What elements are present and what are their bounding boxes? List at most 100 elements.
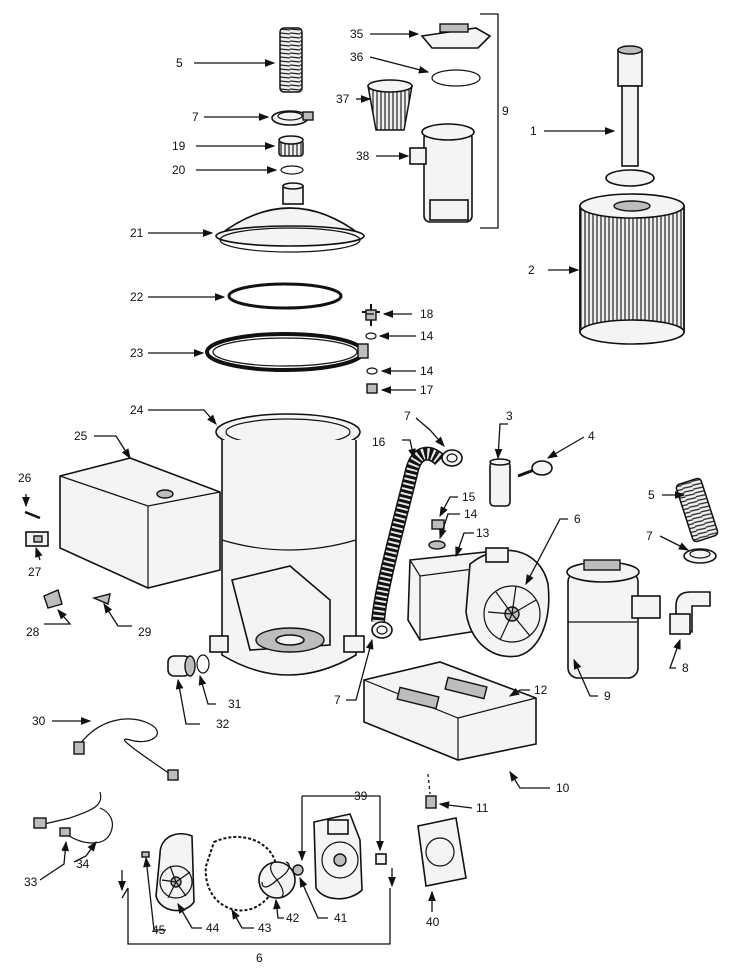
part-pot-9-mid [566,559,661,679]
callout-6-mid: 6 [574,512,581,526]
callout-25: 25 [74,429,88,443]
part-plug-32 [167,655,196,677]
callout-1: 1 [530,124,537,138]
part-tank-24 [209,413,365,676]
callout-19: 19 [172,139,186,153]
callout-39: 39 [354,789,368,803]
part-impeller-42 [258,861,296,899]
callout-13: 13 [476,526,490,540]
callout-40: 40 [426,915,440,929]
part-clamp-ring-23 [205,332,369,372]
callout-34: 34 [76,857,90,871]
part-hose-5-right [675,477,719,543]
part-switch-27 [25,531,49,547]
part-clamp-7-mid [441,449,463,467]
part-clip-28 [43,589,63,609]
callout-4: 4 [588,429,595,443]
part-nut-15 [431,519,445,530]
part-washer-14-b [366,367,378,375]
callout-11: 11 [476,801,489,815]
callout-45: 45 [152,923,166,937]
callout-27: 27 [28,565,42,579]
part-pipe-3 [489,458,511,507]
callout-17: 17 [420,383,434,397]
part-housing-38 [409,123,475,223]
callout-29: 29 [138,625,152,639]
part-gasket-43 [204,835,278,912]
part-brackets-12 [396,676,488,710]
part-cover-35 [420,23,492,49]
part-fitting-19 [278,135,304,157]
group-bracket-39 [298,795,384,862]
callout-14-c: 14 [464,507,478,521]
callout-22: 22 [130,290,144,304]
part-clamp-7-lower [371,621,393,639]
callout-7-right: 7 [646,529,653,543]
part-screw-39b [375,853,387,865]
part-washer-14-a [365,332,377,340]
part-hose-16 [371,446,445,623]
callout-3: 3 [506,409,513,423]
part-screw-45 [141,851,150,858]
part-valve-18 [362,304,380,326]
callout-numbers: 5 7 19 20 21 22 23 24 25 26 27 28 29 30 … [18,27,689,965]
callout-5-right: 5 [648,488,655,502]
part-key-4 [517,460,553,478]
callout-6-bottom: 6 [256,951,263,965]
callout-23: 23 [130,346,144,360]
part-oring-31 [196,654,210,674]
callout-2: 2 [528,263,535,277]
part-seal-41 [292,864,304,876]
group-bracket-6-bottom [121,887,391,945]
callout-32: 32 [216,717,230,731]
part-cover-25 [59,457,221,589]
callout-8: 8 [682,661,689,675]
callout-15: 15 [462,490,476,504]
callout-26: 26 [18,471,32,485]
part-lid-21 [215,182,365,253]
part-elbow-8 [669,591,711,635]
callout-21: 21 [130,226,144,240]
callout-44: 44 [206,921,220,935]
callout-41: 41 [334,911,348,925]
part-nut-17 [366,383,378,394]
part-screw-11 [425,795,437,809]
part-base-10 [363,661,537,761]
part-clamp-7-right [683,548,717,564]
callout-36: 36 [350,50,364,64]
part-screw-26 [24,510,41,520]
part-oring-20 [280,165,304,175]
part-cord-30 [73,718,179,781]
part-clamp-7-top [271,110,314,126]
callout-18: 18 [420,307,434,321]
callout-9-mid: 9 [604,689,611,703]
callout-20: 20 [172,163,186,177]
part-clip-29 [91,593,111,605]
group-bracket-9-top [480,13,499,229]
callout-37: 37 [336,92,350,106]
leader-lines [22,30,690,931]
callout-7-top: 7 [192,110,199,124]
callout-31: 31 [228,697,242,711]
part-oring-36 [431,69,481,87]
callout-30: 30 [32,714,46,728]
part-pump-body-39 [313,813,363,900]
callout-42: 42 [286,911,300,925]
callout-43: 43 [258,921,272,935]
callout-35: 35 [350,27,364,41]
part-tube-1 [605,45,655,187]
callout-14-b: 14 [420,364,434,378]
part-basket-37 [367,79,413,131]
callout-16: 16 [372,435,386,449]
part-washer-14-c [428,540,446,550]
callout-7-mid: 7 [404,409,411,423]
part-plate-40 [417,817,467,887]
callout-33: 33 [24,875,38,889]
part-oring-22 [227,282,343,310]
callout-24: 24 [130,403,144,417]
callout-14-a: 14 [420,329,434,343]
callout-9-top: 9 [502,104,509,118]
callout-12: 12 [534,683,548,697]
